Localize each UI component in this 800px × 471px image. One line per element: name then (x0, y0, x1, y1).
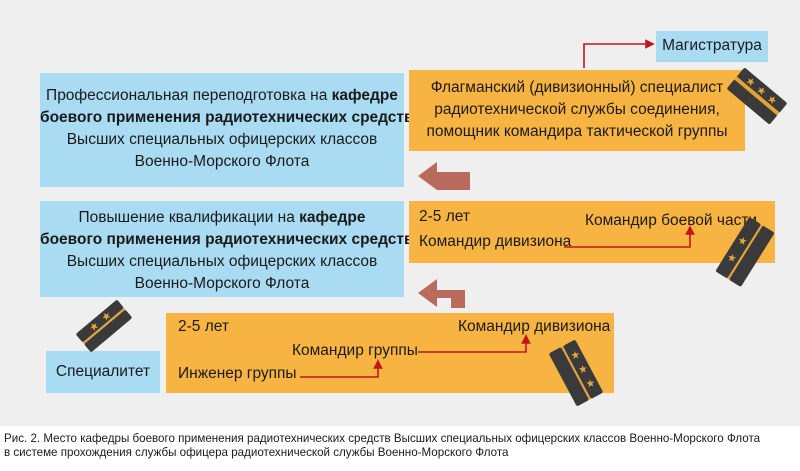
retraining-line1: Профессиональная переподготовка на кафед… (40, 86, 404, 106)
epaulette-icon (716, 217, 774, 287)
caption-line2: в системе прохождения службы офицера рад… (4, 445, 509, 459)
up-arrow-icon (564, 225, 695, 248)
middle-from-label: Командир дивизиона (419, 233, 572, 250)
caption-line1: Рис. 2. Место кафедры боевого применения… (4, 432, 761, 445)
up-arrow-icon (583, 39, 655, 68)
specialitet-box: Специалитет (46, 351, 160, 393)
epaulette-icon (549, 340, 603, 406)
retraining-line1-bold: кафедре (331, 87, 398, 104)
diagram-graphics (76, 39, 787, 406)
retraining-line1-normal: Профессиональная переподготовка на (46, 87, 332, 104)
bottom-step2: Командир группы (292, 342, 418, 359)
masters-label: Магистратура (662, 37, 762, 54)
bottom-step1: Инженер группы (178, 365, 297, 382)
flagship-line3: помощник командира тактической группы (426, 123, 728, 140)
qualification-line4: Военно-Морского Флота (134, 275, 310, 292)
masters-box: Магистратура (656, 31, 768, 62)
qualification-line1-bold: кафедре (299, 209, 366, 226)
junior-career-box: 2-5 лет Командир дивизиона Командир груп… (166, 313, 614, 393)
retraining-line3: Высших специальных офицерских классов (66, 131, 378, 148)
qualification-line1: Повышение квалификации на кафедре (40, 208, 404, 228)
flagship-specialist-box: Флагманский (дивизионный) специалист рад… (409, 70, 745, 151)
flagship-line1: Флагманский (дивизионный) специалист (430, 79, 724, 96)
division-commander-box: 2-5 лет Командир боевой части Командир д… (409, 201, 775, 263)
big-left-arrow-icon (418, 279, 465, 308)
middle-years: 2-5 лет (419, 208, 470, 225)
flagship-line2: радиотехнической службы соединения, (434, 101, 720, 118)
figure-caption: Рис. 2. Место кафедры боевого применения… (4, 432, 760, 459)
qualification-line1-normal: Повышение квалификации на (78, 209, 300, 226)
qualification-line2: боевого применения радиотехнических сред… (40, 231, 414, 248)
qualification-line3: Высших специальных офицерских классов (66, 253, 378, 270)
retraining-line2: боевого применения радиотехнических сред… (40, 109, 414, 126)
big-left-arrow-icon (418, 162, 470, 190)
epaulette-icon (76, 300, 132, 352)
qualification-box: Повышение квалификации на кафедре боевог… (40, 201, 414, 297)
bottom-step3: Командир дивизиона (458, 318, 611, 335)
retraining-line4: Военно-Морского Флота (134, 153, 310, 170)
bottom-years: 2-5 лет (178, 318, 229, 335)
retraining-box: Профессиональная переподготовка на кафед… (40, 73, 414, 187)
up-arrow-icon (300, 359, 383, 378)
up-arrow-icon (418, 334, 531, 353)
middle-to-label: Командир боевой части (585, 212, 758, 229)
specialitet-label: Специалитет (55, 363, 151, 380)
epaulette-icon (727, 68, 787, 124)
